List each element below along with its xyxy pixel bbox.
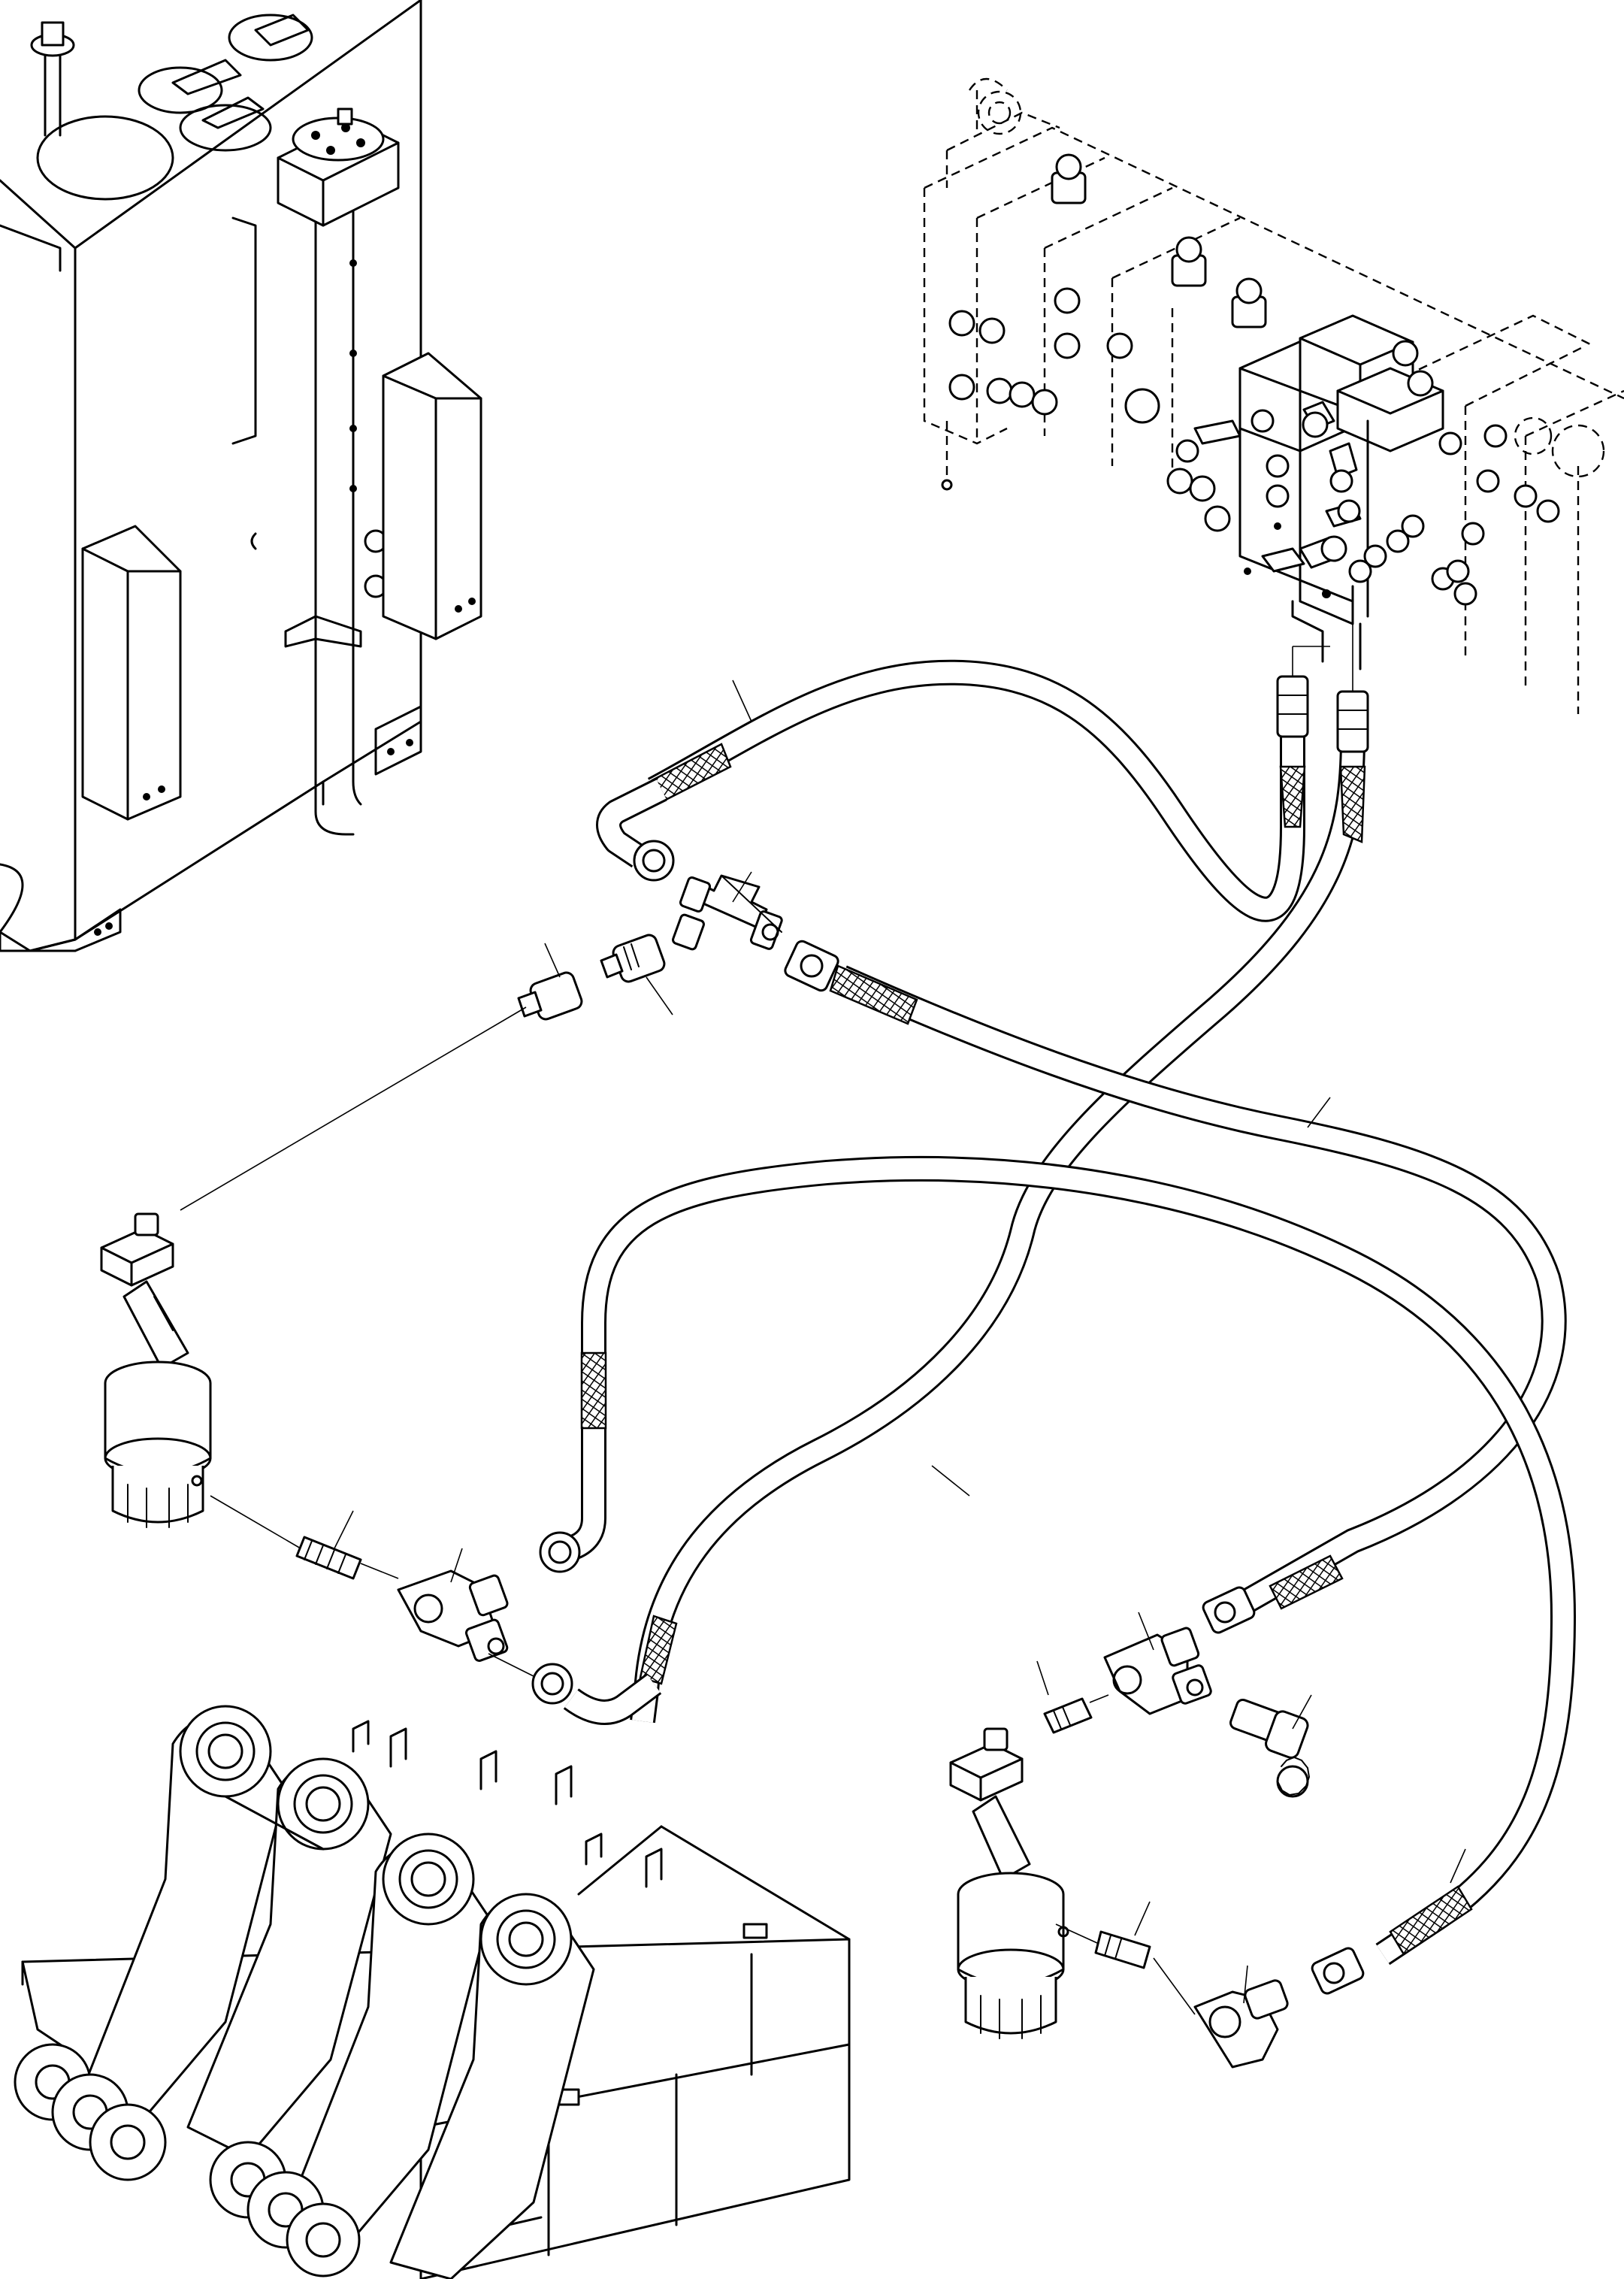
- tee-fitting-middle: [397, 1569, 509, 1662]
- hydraulic-tank: [0, 0, 482, 952]
- leader-lines: [180, 624, 1466, 2015]
- accumulator-left: [100, 1212, 212, 1528]
- accumulator-right: [949, 1727, 1069, 2039]
- hose-c: [829, 964, 1567, 1612]
- valve-section-block: [1238, 314, 1560, 670]
- tee-fitting-lower-right: [1103, 1627, 1212, 1715]
- tee-fitting-upper: [672, 874, 783, 951]
- elbow-fitting-lower-right: [1193, 1979, 1289, 2069]
- test-coupling-with-cap: [1229, 1698, 1311, 1798]
- hose-a: [647, 659, 1306, 922]
- hose-b: [630, 736, 1366, 1724]
- hose-d: [580, 1156, 1576, 1966]
- adapter-fittings: [295, 934, 1151, 1969]
- boom-mount-frame: [14, 1705, 851, 2279]
- hose-end-fittings: [531, 675, 1369, 1995]
- control-valve-bank: [923, 77, 1624, 714]
